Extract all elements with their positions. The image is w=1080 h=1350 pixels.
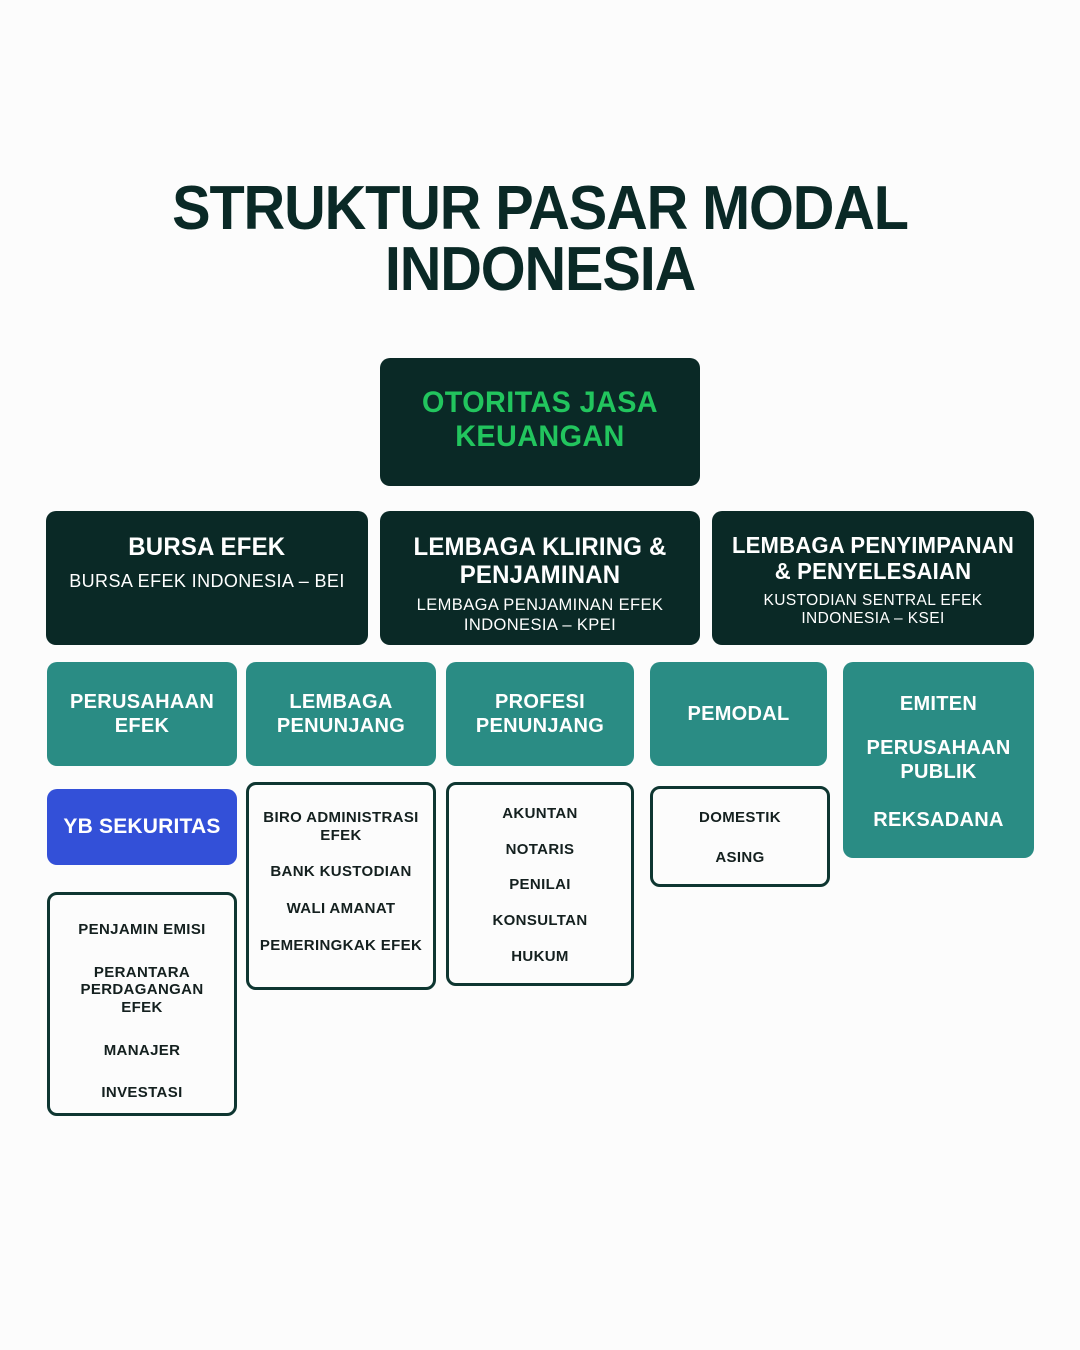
list-item: PENJAMIN EMISI — [78, 921, 206, 938]
list-item: BIRO ADMINISTRASI EFEK — [263, 809, 419, 844]
node-label: PROFESI PENUNJANG — [475, 691, 605, 737]
page-title: STRUKTUR PASAR MODAL INDONESIA — [38, 178, 1042, 305]
node-lembaga-penyimpanan-penyelesaian[interactable]: LEMBAGA PENYIMPANAN & PENYELESAIAN KUSTO… — [712, 511, 1034, 645]
node-profesi-penunjang[interactable]: PROFESI PENUNJANG — [446, 662, 634, 766]
title-line-2: INDONESIA — [384, 235, 696, 305]
list-pemodal[interactable]: DOMESTIK ASING — [650, 786, 830, 887]
emiten-line-3: REKSADANA — [873, 809, 1004, 831]
emiten-line-1: EMITEN — [899, 693, 978, 715]
title-line-1: STRUKTUR PASAR MODAL — [172, 174, 909, 243]
node-subtitle: LEMBAGA PENJAMINAN EFEK INDONESIA – KPEI — [416, 596, 664, 634]
node-pemodal[interactable]: PEMODAL — [650, 662, 827, 766]
node-heading: BURSA EFEK — [128, 533, 286, 561]
list-item: DOMESTIK — [699, 809, 781, 826]
node-label: PERUSAHAAN EFEK — [69, 691, 215, 737]
node-bursa-efek[interactable]: BURSA EFEK BURSA EFEK INDONESIA – BEI — [46, 511, 368, 645]
node-subtitle: KUSTODIAN SENTRAL EFEK INDONESIA – KSEI — [763, 591, 983, 628]
emiten-line-2: PERUSAHAAN PUBLIK — [866, 737, 1011, 783]
node-emiten[interactable]: EMITEN PERUSAHAAN PUBLIK REKSADANA — [843, 662, 1034, 858]
node-label: LEMBAGA PENUNJANG — [276, 691, 406, 737]
list-item: BANK KUSTODIAN — [270, 863, 412, 881]
node-label: OTORITAS JASA KEUANGAN — [422, 386, 658, 453]
node-yb-sekuritas[interactable]: YB SEKURITAS — [47, 789, 237, 865]
node-label: YB SEKURITAS — [63, 815, 221, 838]
list-item: NOTARIS — [505, 840, 575, 858]
node-subtitle: BURSA EFEK INDONESIA – BEI — [69, 571, 345, 591]
node-heading: LEMBAGA KLIRING & PENJAMINAN — [413, 533, 667, 589]
node-label: PEMODAL — [687, 703, 790, 725]
node-heading: LEMBAGA PENYIMPANAN & PENYELESAIAN — [731, 532, 1015, 584]
list-item: INVESTASI — [101, 1084, 183, 1102]
node-lembaga-penunjang[interactable]: LEMBAGA PENUNJANG — [246, 662, 436, 766]
list-lembaga-penunjang[interactable]: BIRO ADMINISTRASI EFEK BANK KUSTODIAN WA… — [246, 782, 436, 990]
node-lembaga-kliring-penjaminan[interactable]: LEMBAGA KLIRING & PENJAMINAN LEMBAGA PEN… — [380, 511, 700, 645]
node-otoritas-jasa-keuangan[interactable]: OTORITAS JASA KEUANGAN — [380, 358, 700, 486]
list-profesi-penunjang[interactable]: AKUNTAN NOTARIS PENILAI KONSULTAN HUKUM — [446, 782, 634, 986]
list-item: AKUNTAN — [502, 805, 578, 822]
list-item: ASING — [715, 848, 765, 866]
list-item: KONSULTAN — [492, 912, 588, 930]
list-item: PENILAI — [509, 876, 571, 894]
list-item: HUKUM — [511, 947, 569, 965]
list-item: WALI AMANAT — [286, 900, 396, 918]
list-perusahaan-efek[interactable]: PENJAMIN EMISI PERANTARA PERDAGANGAN EFE… — [47, 892, 237, 1116]
node-perusahaan-efek[interactable]: PERUSAHAAN EFEK — [47, 662, 237, 766]
list-item: PEMERINGKAK EFEK — [259, 936, 423, 954]
list-item: MANAJER — [103, 1041, 181, 1059]
list-item: PERANTARA PERDAGANGAN EFEK — [80, 963, 204, 1017]
